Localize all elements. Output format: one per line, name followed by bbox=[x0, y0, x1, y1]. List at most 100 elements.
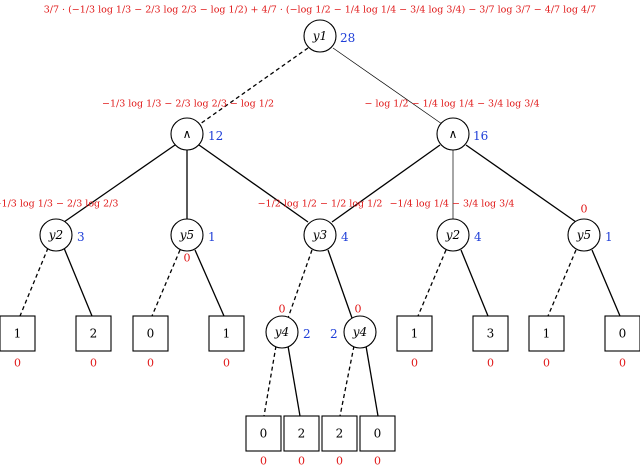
node-y5-left: y5 1 bbox=[170, 218, 216, 252]
node-y2-right-count: 4 bbox=[474, 230, 482, 244]
entropy-formulas: 3/7 · (−1/3 log 1/3 − 2/3 log 2/3 − log … bbox=[0, 5, 596, 316]
node-and-right-label: ∧ bbox=[449, 127, 458, 141]
leaf-b1: 0 0 bbox=[245, 415, 282, 465]
formula-y2-left: −1/3 log 1/3 − 2/3 log 2/3 bbox=[0, 199, 118, 210]
leaf-l7: 1 0 bbox=[528, 315, 565, 370]
leaf-b4: 0 0 bbox=[359, 415, 396, 465]
leaf-l6-value: 3 bbox=[487, 327, 495, 341]
formula-y2-right: −1/4 log 1/4 − 3/4 log 3/4 bbox=[390, 199, 515, 210]
internal-nodes: y1 28 ∧ 12 ∧ 16 y2 3 y5 1 y3 4 bbox=[39, 19, 613, 349]
leaf-l1: 1 0 bbox=[0, 315, 36, 370]
leaf-l7-value: 1 bbox=[543, 327, 551, 341]
leaf-l1-entropy: 0 bbox=[14, 357, 21, 370]
edge-root-and-right bbox=[332, 47, 443, 125]
node-y5-left-count: 1 bbox=[208, 230, 216, 244]
leaf-nodes: 1 0 2 0 0 0 1 0 1 0 3 0 1 bbox=[0, 315, 640, 465]
formula-y3: −1/2 log 1/2 − 1/2 log 1/2 bbox=[258, 199, 383, 210]
leaf-l2: 2 0 bbox=[75, 315, 112, 370]
leaf-l5-entropy: 0 bbox=[411, 357, 418, 370]
edge-y5l-l4 bbox=[194, 249, 225, 317]
edge-y3-y4r bbox=[327, 249, 353, 319]
leaf-b2: 2 0 bbox=[283, 415, 320, 465]
leaf-l2-entropy: 0 bbox=[90, 357, 97, 370]
node-y4-right-count: 2 bbox=[330, 327, 338, 341]
edge-y2r-l5 bbox=[417, 249, 447, 317]
edge-y4l-b1 bbox=[263, 345, 277, 417]
leaf-l3: 0 0 bbox=[132, 315, 169, 370]
leaf-l1-value: 1 bbox=[14, 327, 22, 341]
edge-y4r-b4 bbox=[365, 345, 379, 417]
node-y4-left-label: y4 bbox=[274, 325, 289, 339]
leaf-b3-value: 2 bbox=[336, 427, 344, 441]
node-and-right: ∧ 16 bbox=[436, 117, 488, 151]
leaf-l2-value: 2 bbox=[90, 327, 98, 341]
leaf-b4-value: 0 bbox=[374, 427, 382, 441]
leaf-l4-entropy: 0 bbox=[223, 357, 230, 370]
node-and-right-count: 16 bbox=[473, 129, 488, 143]
edge-y5r-l8 bbox=[591, 249, 621, 317]
node-y2-right: y2 4 bbox=[436, 218, 482, 252]
leaf-l8-value: 0 bbox=[619, 327, 627, 341]
node-y5-right: y5 1 bbox=[567, 218, 613, 252]
leaf-b2-value: 2 bbox=[298, 427, 306, 441]
node-y4-right-label: y4 bbox=[352, 325, 367, 339]
leaf-b1-value: 0 bbox=[260, 427, 268, 441]
formula-y4-left: 0 bbox=[279, 303, 286, 316]
formula-and-right: − log 1/2 − 1/4 log 1/4 − 3/4 log 3/4 bbox=[364, 99, 539, 110]
leaf-l8: 0 0 bbox=[604, 315, 640, 370]
leaf-l7-entropy: 0 bbox=[543, 357, 550, 370]
node-y3-label: y3 bbox=[312, 228, 328, 242]
leaf-l5: 1 0 bbox=[396, 315, 433, 370]
edge-y2l-l2 bbox=[63, 247, 93, 317]
node-and-left-count: 12 bbox=[208, 129, 223, 143]
edge-and-right-y3 bbox=[331, 144, 441, 223]
node-and-left: ∧ 12 bbox=[170, 117, 223, 151]
node-y2-left-count: 3 bbox=[77, 230, 85, 244]
formula-root: 3/7 · (−1/3 log 1/3 − 2/3 log 2/3 − log … bbox=[44, 5, 596, 16]
edge-and-right-y5 bbox=[465, 144, 577, 223]
node-y4-right: y4 2 bbox=[330, 315, 377, 349]
edge-y4l-b2 bbox=[287, 345, 301, 417]
edge-y2l-l1 bbox=[19, 247, 49, 317]
node-root-count: 28 bbox=[340, 31, 355, 45]
formula-y5-left: 0 bbox=[184, 252, 191, 265]
edge-and-left-y2 bbox=[63, 144, 176, 223]
node-y5-left-label: y5 bbox=[179, 228, 194, 242]
tree-edges bbox=[19, 47, 621, 417]
edge-root-and-left bbox=[199, 47, 309, 125]
leaf-b4-entropy: 0 bbox=[374, 455, 381, 465]
leaf-l3-entropy: 0 bbox=[147, 357, 154, 370]
node-y4-left-count: 2 bbox=[303, 327, 311, 341]
node-y2-left: y2 3 bbox=[39, 218, 85, 252]
leaf-b2-entropy: 0 bbox=[298, 455, 305, 465]
formula-and-left: −1/3 log 1/3 − 2/3 log 2/3 − log 1/2 bbox=[102, 99, 274, 110]
edge-y5r-l7 bbox=[547, 249, 577, 317]
edge-and-left-y3 bbox=[198, 144, 309, 223]
leaf-l4-value: 1 bbox=[223, 327, 231, 341]
formula-y4-right: 0 bbox=[355, 303, 362, 316]
leaf-b3-entropy: 0 bbox=[336, 455, 343, 465]
node-root-label: y1 bbox=[312, 29, 327, 43]
node-y2-right-label: y2 bbox=[445, 228, 460, 242]
leaf-b1-entropy: 0 bbox=[260, 455, 267, 465]
node-y3-count: 4 bbox=[341, 230, 349, 244]
leaf-l3-value: 0 bbox=[147, 327, 155, 341]
node-y4-left: y4 2 bbox=[265, 315, 311, 349]
formula-y5-right: 0 bbox=[581, 203, 588, 216]
node-y5-right-count: 1 bbox=[605, 230, 613, 244]
node-root: y1 28 bbox=[303, 19, 355, 53]
leaf-l8-entropy: 0 bbox=[619, 357, 626, 370]
edge-y2r-l6 bbox=[460, 249, 489, 317]
leaf-l6-entropy: 0 bbox=[487, 357, 494, 370]
leaf-b3: 2 0 bbox=[321, 415, 358, 465]
node-and-left-label: ∧ bbox=[183, 127, 192, 141]
edge-y5l-l3 bbox=[151, 249, 181, 317]
leaf-l6: 3 0 bbox=[472, 315, 509, 370]
edge-y4r-b3 bbox=[339, 345, 355, 417]
node-y3: y3 4 bbox=[303, 218, 349, 252]
leaf-l5-value: 1 bbox=[411, 327, 419, 341]
leaf-l4: 1 0 bbox=[208, 315, 245, 370]
edge-y3-y4l bbox=[287, 249, 313, 319]
node-y5-right-label: y5 bbox=[576, 228, 591, 242]
